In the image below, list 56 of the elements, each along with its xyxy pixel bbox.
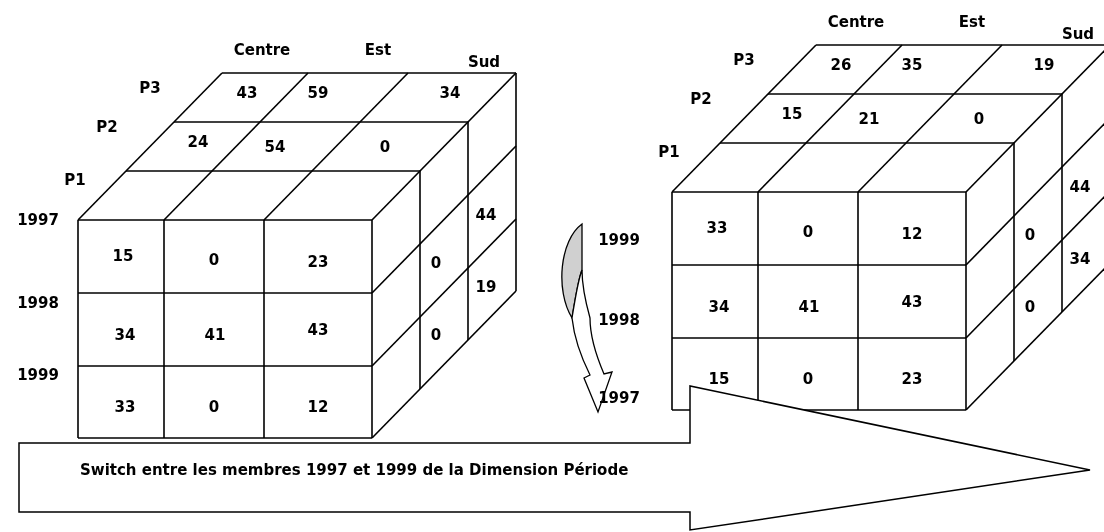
cell-value: 21 — [858, 111, 880, 127]
layer-label: P2 — [96, 119, 118, 135]
cell-value: 43 — [307, 322, 329, 338]
row-label: 1999 — [598, 232, 640, 248]
column-header: Est — [364, 42, 392, 58]
row-label: 1999 — [17, 367, 59, 383]
cell-value: 0 — [208, 399, 220, 415]
cell-value: 44 — [475, 207, 497, 223]
cell-value: 19 — [475, 279, 497, 295]
cell-value: 33 — [114, 399, 136, 415]
column-header: Centre — [233, 42, 291, 58]
cell-value: 0 — [208, 252, 220, 268]
cell-value: 44 — [1069, 179, 1091, 195]
row-label: 1998 — [598, 312, 640, 328]
column-header: Sud — [467, 54, 501, 70]
cell-value: 43 — [236, 85, 258, 101]
column-header: Centre — [827, 14, 885, 30]
cell-value: 15 — [781, 106, 803, 122]
column-header: Sud — [1061, 26, 1095, 42]
cell-value: 34 — [1069, 251, 1091, 267]
cell-value: 26 — [830, 57, 852, 73]
layer-label: P1 — [64, 172, 86, 188]
cell-value: 34 — [708, 299, 730, 315]
cell-value: 0 — [430, 255, 442, 271]
cell-value: 23 — [307, 254, 329, 270]
cell-value: 12 — [901, 226, 923, 242]
cell-value: 34 — [439, 85, 461, 101]
cell-value: 34 — [114, 327, 136, 343]
cell-value: 0 — [802, 371, 814, 387]
cell-value: 15 — [112, 248, 134, 264]
cell-value: 35 — [901, 57, 923, 73]
cell-value: 0 — [802, 224, 814, 240]
cell-value: 41 — [798, 299, 820, 315]
cell-value: 15 — [708, 371, 730, 387]
cell-value: 0 — [1024, 299, 1036, 315]
cell-value: 54 — [264, 139, 286, 155]
cell-value: 43 — [901, 294, 923, 310]
cell-value: 24 — [187, 134, 209, 150]
layer-label: P3 — [733, 52, 755, 68]
arrow-text: Switch entre les membres 1997 et 1999 de la Dimension Période — [80, 463, 629, 478]
cell-value: 0 — [430, 327, 442, 343]
layer-label: P3 — [139, 80, 161, 96]
cell-value: 0 — [973, 111, 985, 127]
layer-label: P2 — [690, 91, 712, 107]
cell-value: 59 — [307, 85, 329, 101]
cell-value: 0 — [379, 139, 391, 155]
cell-value: 41 — [204, 327, 226, 343]
cell-value: 0 — [1024, 227, 1036, 243]
cell-value: 12 — [307, 399, 329, 415]
layer-label: P1 — [658, 144, 680, 160]
column-header: Est — [958, 14, 986, 30]
cell-value: 33 — [706, 220, 728, 236]
row-label: 1997 — [17, 212, 59, 228]
cell-value: 19 — [1033, 57, 1055, 73]
cell-value: 23 — [901, 371, 923, 387]
row-label: 1998 — [17, 295, 59, 311]
